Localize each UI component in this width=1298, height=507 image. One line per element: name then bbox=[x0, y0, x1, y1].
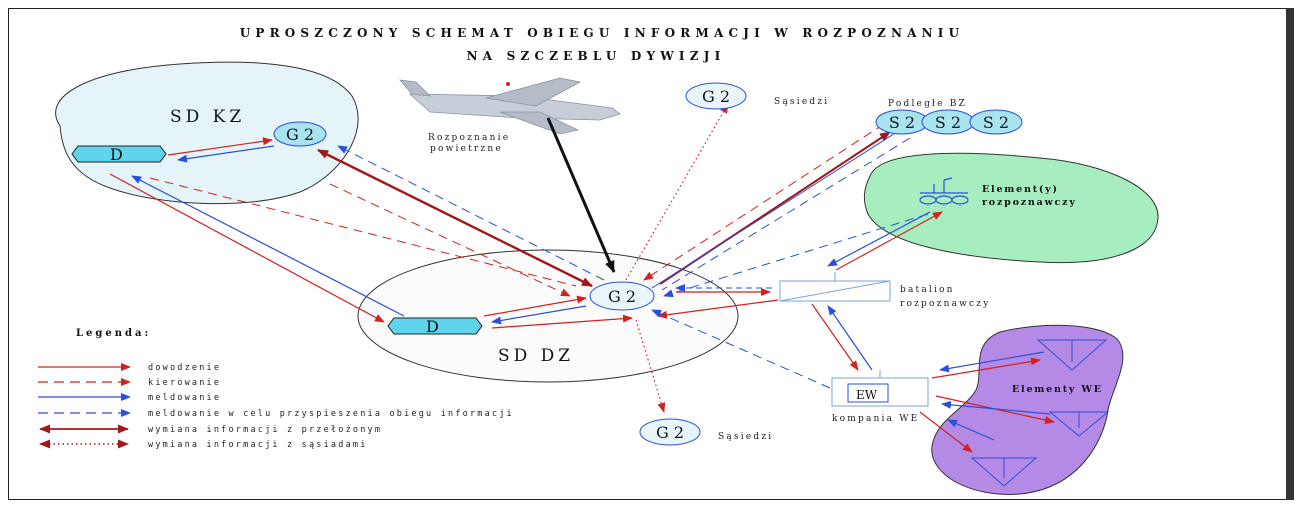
d-kz-node[interactable] bbox=[71, 145, 167, 163]
arrow-kompania-to-batalion bbox=[827, 305, 873, 371]
arrow-g2-to-g2-top bbox=[625, 103, 729, 281]
sddz-label: SD DZ bbox=[498, 346, 574, 366]
rozpoznanie-label2: powietrzne bbox=[430, 144, 503, 154]
legend: Legenda: dowodzenie kierowanie meldowani… bbox=[38, 328, 514, 450]
batalion-box bbox=[779, 272, 891, 302]
arrow-d-kz-to-d-dz bbox=[109, 173, 385, 323]
we-element-triangle-3 bbox=[970, 457, 1038, 487]
ew-node-label: EW bbox=[856, 388, 878, 402]
arrow-batalion-to-kompania bbox=[811, 303, 859, 371]
sdkz-label: SD KZ bbox=[170, 107, 245, 127]
g2-dz-node[interactable] bbox=[589, 281, 655, 311]
podlegle-bz-label: Podległe BZ bbox=[888, 99, 967, 109]
arrow-kompania-to-we3 bbox=[919, 411, 973, 453]
batalion-label2: rozpoznawczy bbox=[900, 299, 991, 309]
g2-bottom-node[interactable] bbox=[639, 418, 701, 446]
d-dz-node[interactable] bbox=[387, 317, 483, 335]
rozpoznanie-label1: Rozpoznanie bbox=[428, 133, 510, 143]
arrow-element-to-g2-fast bbox=[663, 213, 929, 298]
arrow-we3-to-kompania bbox=[947, 419, 995, 441]
arrow-g2-kz-exchange bbox=[317, 148, 593, 288]
g2-dz-label: G 2 bbox=[608, 287, 636, 306]
arrow-s2-fast-report bbox=[661, 137, 911, 291]
arrow-d-dz-dowodzenie bbox=[491, 314, 633, 329]
arrow-aircraft-to-g2 bbox=[546, 117, 616, 273]
s2-b-label: S 2 bbox=[935, 113, 961, 132]
legend-label-sasiedzi: wymiana informacji z sąsiadami bbox=[148, 440, 368, 450]
arrow-g2-dz-to-d-dz bbox=[491, 305, 587, 325]
s2-node-c[interactable] bbox=[969, 109, 1023, 135]
legend-title: Legenda: bbox=[76, 328, 151, 339]
s2-a-label: S 2 bbox=[889, 113, 915, 132]
sdkz-area bbox=[55, 61, 359, 205]
we-element-triangle-1 bbox=[1036, 339, 1108, 371]
g2-top-label: G 2 bbox=[702, 87, 730, 106]
legend-label-meldowanie-fast: meldowanie w celu przyspieszenia obiegu … bbox=[148, 409, 514, 419]
arrow-g2-kz-to-d-kz bbox=[177, 145, 275, 163]
element-rozpoznawczy-label1: Element(y) bbox=[982, 184, 1059, 195]
kompania-label: kompania WE bbox=[832, 414, 919, 424]
arrow-batalion-dowodzenie bbox=[657, 299, 779, 319]
arrow-element-to-batalion bbox=[827, 211, 931, 267]
arrow-g2-dz-to-g2-kz-fast bbox=[337, 145, 605, 281]
elementy-we-label: Elementy WE bbox=[1012, 384, 1103, 395]
element-rozpoznawczy-area bbox=[863, 152, 1159, 264]
aircraft-icon bbox=[399, 77, 621, 135]
arrow-kompania-to-g2-fast bbox=[651, 309, 831, 389]
arrows-layer bbox=[109, 103, 1055, 453]
arrow-d-dz-to-d-kz bbox=[131, 175, 405, 317]
arrow-d-kz-to-g2-kz bbox=[167, 137, 273, 156]
reconnaissance-vehicle-icon bbox=[919, 177, 969, 205]
element-rozpoznawczy-label2: rozpoznawczy bbox=[982, 197, 1077, 208]
sasiedzi-top-label: Sąsiedzi bbox=[774, 97, 829, 107]
g2-top-node[interactable] bbox=[685, 82, 747, 110]
legend-label-kierowanie: kierowanie bbox=[148, 378, 221, 388]
arrow-d-dz-to-g2-dz bbox=[483, 295, 587, 317]
legend-label-przelozony: wymiana informacji z przełożonym bbox=[148, 425, 382, 435]
batalion-label1: batalion bbox=[900, 285, 955, 295]
arrow-we1-to-kompania bbox=[939, 351, 1045, 373]
kompania-we-box[interactable] bbox=[831, 370, 929, 407]
g2-kz-label: G 2 bbox=[286, 125, 314, 144]
we-element-triangle-2 bbox=[1048, 411, 1110, 437]
legend-label-dowodzenie: dowodzenie bbox=[148, 363, 221, 373]
arrow-batalion-to-element bbox=[835, 211, 943, 271]
arrow-we2-to-kompania bbox=[941, 400, 1051, 415]
diagram-title-line2: NA SZCZEBLU DYWIZJI bbox=[467, 49, 726, 63]
g2-kz-node[interactable] bbox=[273, 121, 327, 147]
arrow-kompania-to-we1 bbox=[931, 357, 1041, 379]
arrow-s2-report bbox=[651, 129, 901, 289]
s2-c-label: S 2 bbox=[983, 113, 1009, 132]
legend-label-meldowanie: meldowanie bbox=[148, 393, 221, 403]
sasiedzi-bottom-label: Sąsiedzi bbox=[718, 432, 773, 442]
d-dz-label: D bbox=[426, 317, 439, 336]
arrow-s2-kierowanie bbox=[643, 123, 885, 281]
d-kz-label: D bbox=[110, 145, 123, 164]
right-edge-bar bbox=[1286, 8, 1294, 500]
diagram-title-line1: UPROSZCZONY SCHEMAT OBIEGU INFORMACJI W … bbox=[240, 26, 965, 40]
g2-bottom-label: G 2 bbox=[656, 423, 684, 442]
